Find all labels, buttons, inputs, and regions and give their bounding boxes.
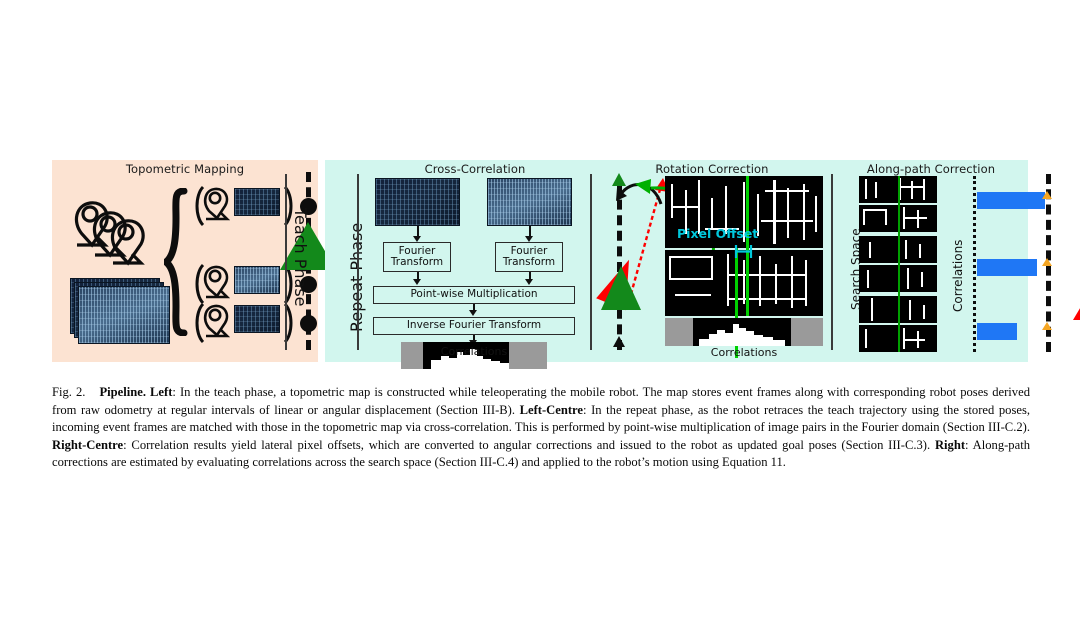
rc-robot-goal-green xyxy=(601,266,641,310)
cc-correlation-strip xyxy=(401,342,547,369)
pixel-offset-annotation: Pixel Offset xyxy=(677,226,759,241)
box-point-wise-multiplication: Point-wise Multiplication xyxy=(373,286,575,304)
map-pin-icon-2 xyxy=(203,265,231,299)
teach-event-frame-stack-front xyxy=(78,286,170,344)
ap-node-marker-3 xyxy=(1042,322,1052,330)
caption-bold-right: Right xyxy=(934,437,966,452)
subpanel-title-rotation-correction: Rotation Correction xyxy=(655,162,769,176)
teach-frame-1 xyxy=(234,188,280,216)
cc-arrowhead-left-2 xyxy=(413,279,421,285)
cc-arrow-left-1 xyxy=(417,226,419,238)
panel-teach-phase: Topometric Mapping xyxy=(52,160,336,362)
subpanel-title-along-path-correction: Along-path Correction xyxy=(866,162,996,176)
teach-frame-3 xyxy=(234,305,280,333)
pipeline-figure: Topometric Mapping xyxy=(52,160,1080,369)
caption-bold-left: Left xyxy=(150,385,173,399)
cc-arrowhead-left-1 xyxy=(413,236,421,242)
divider-cc-rc xyxy=(590,174,592,350)
rc-correlations-label: Correlations xyxy=(710,346,778,359)
cc-arrowhead-right-1 xyxy=(525,236,533,242)
figure-caption: Fig. 2. Pipeline. Left: In the teach phas… xyxy=(52,384,1030,472)
cc-arrow-mid xyxy=(473,304,475,312)
rc-goal-arrowhead xyxy=(612,173,626,186)
cc-input-frame-right xyxy=(487,178,572,226)
map-pin-icon-1 xyxy=(203,187,231,221)
paren-open-icon xyxy=(195,302,205,344)
teach-node-1 xyxy=(300,198,317,215)
cc-arrow-right-1 xyxy=(529,226,531,238)
caption-title: Pipeline. xyxy=(99,385,146,399)
teach-phase-separator xyxy=(285,174,287,350)
rc-path-arrowhead-bottom xyxy=(613,336,625,347)
rc-match-line-green xyxy=(735,248,738,358)
along-path-correlations-label: Correlations xyxy=(951,239,965,312)
ss-reference-line-green xyxy=(898,176,900,352)
box-inverse-fourier-transform: Inverse Fourier Transform xyxy=(373,317,575,335)
panel-repeat-phase: Repeat Phase Cross-Correlation FourierTr… xyxy=(325,160,1080,369)
cc-correlations-label: Correlations xyxy=(440,345,508,358)
teach-node-2 xyxy=(300,276,317,293)
caption-text-left: : In the teach phase, a topometric map i… xyxy=(52,385,1030,417)
ap-baseline-dotted xyxy=(973,176,976,352)
divider-rc-ap xyxy=(831,174,833,350)
teach-phase-label: Teach Phase xyxy=(291,208,310,307)
ap-robot-triangle-red xyxy=(1073,266,1080,320)
panel-title-topometric-mapping: Topometric Mapping xyxy=(125,162,245,176)
paren-open-icon xyxy=(195,185,205,227)
caption-figure-number: Fig. 2. xyxy=(52,385,86,399)
cc-arrow-left-2 xyxy=(417,272,419,281)
map-pin-icon-3 xyxy=(203,304,231,338)
pixel-offset-measure-bracket xyxy=(734,245,753,258)
curly-brace-icon xyxy=(164,188,188,336)
cc-arrowhead-mid xyxy=(469,310,477,316)
subpanel-title-cross-correlation: Cross-Correlation xyxy=(424,162,526,176)
ap-node-marker-2 xyxy=(1042,258,1052,266)
teach-node-3 xyxy=(300,315,317,332)
caption-bold-left-centre: Left-Centre xyxy=(519,402,583,417)
caption-bold-right-centre: Right-Centre xyxy=(52,437,124,452)
caption-text-left-centre: : In the repeat phase, as the robot retr… xyxy=(52,402,1031,435)
cc-arrow-out xyxy=(473,335,475,342)
cc-arrowhead-right-2 xyxy=(525,279,533,285)
caption-text-right-centre: : Correlation results yield lateral pixe… xyxy=(123,437,935,452)
ap-correlation-bar-1 xyxy=(977,192,1045,209)
cc-arrow-right-2 xyxy=(529,272,531,281)
rc-reference-line-green xyxy=(746,176,749,316)
ap-correlation-bar-3 xyxy=(977,323,1017,340)
paren-open-icon xyxy=(195,263,205,305)
ap-node-marker-1 xyxy=(1042,191,1052,199)
rc-event-frame-top xyxy=(665,176,823,248)
map-pin-cluster-icon xyxy=(74,201,145,266)
rc-correlation-strip xyxy=(665,318,823,346)
repeat-phase-separator xyxy=(357,174,359,350)
cc-input-frame-left xyxy=(375,178,460,226)
ap-correlation-bar-2 xyxy=(977,259,1037,276)
caption-text-right: : Along-path corrections are estimated b… xyxy=(52,437,1030,470)
rc-event-frame-bottom xyxy=(665,250,823,316)
teach-frame-2 xyxy=(234,266,280,294)
